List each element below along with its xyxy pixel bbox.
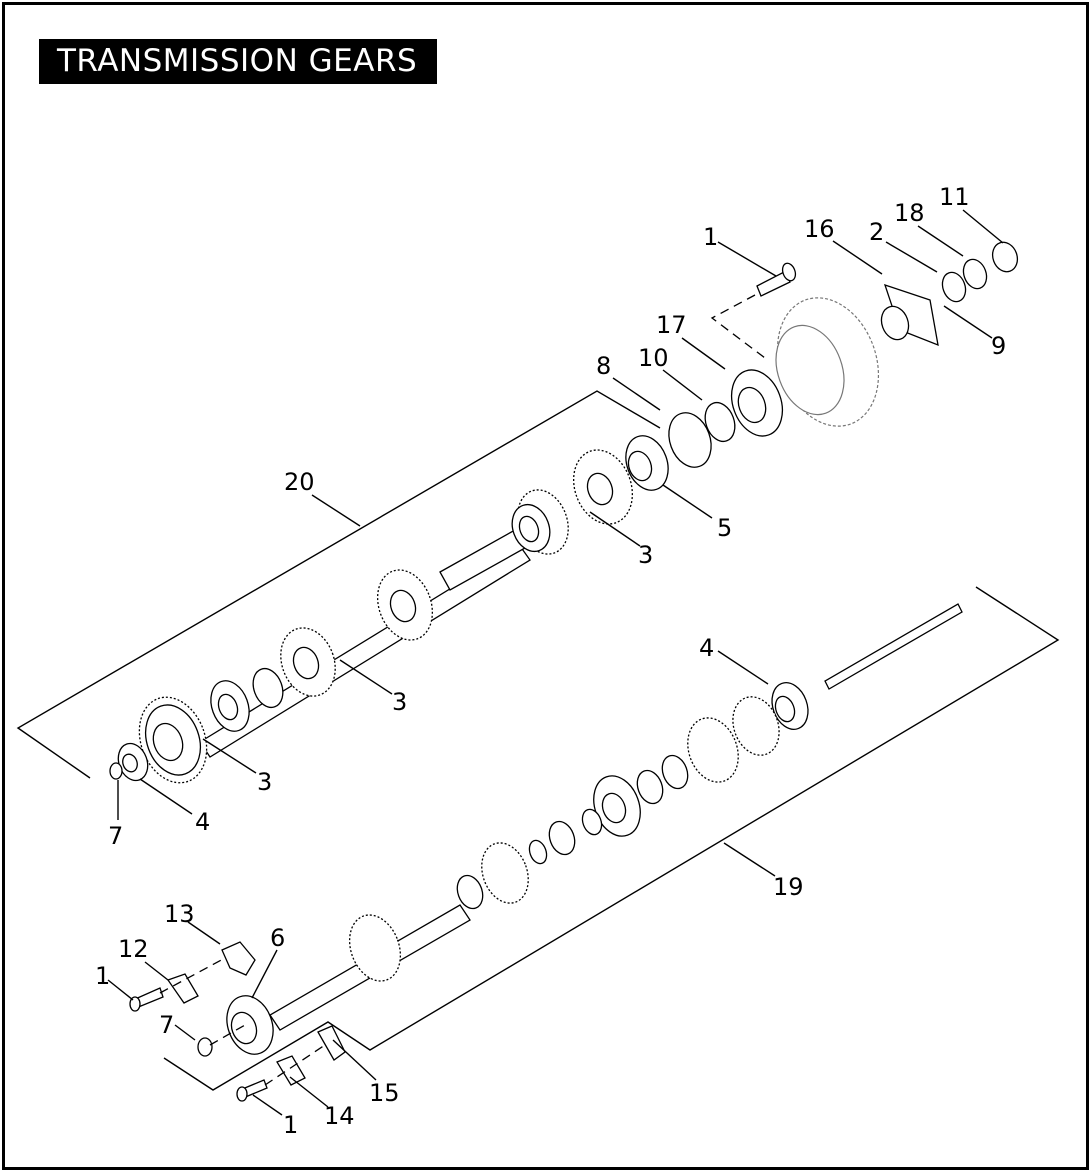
callout-4-lower: 4 [699, 634, 714, 662]
drive-sprocket [775, 297, 880, 427]
callout-1-screw-top: 1 [703, 223, 718, 251]
bearing-5 [625, 435, 669, 491]
leader-lines [107, 209, 1004, 1116]
mainshaft-assembly [109, 435, 669, 784]
screw-1-bottom [236, 1079, 268, 1102]
cs-washer-2 [528, 839, 548, 865]
screw-1-left [129, 987, 164, 1012]
callout-8: 8 [596, 352, 611, 380]
callout-9: 9 [991, 332, 1006, 360]
cs-needle-bearing-2 [548, 820, 576, 856]
countershaft-gear-a [732, 696, 780, 756]
retaining-ring-7-lower [197, 1037, 213, 1057]
callout-7-upper: 7 [108, 822, 123, 850]
page-title: TRANSMISSION GEARS [39, 39, 437, 84]
callout-19: 19 [773, 873, 804, 901]
callout-18: 18 [894, 199, 925, 227]
cs-washer [636, 769, 664, 805]
group-bracket-20 [16, 390, 661, 779]
screw-1-top [756, 262, 797, 297]
group-bracket-19 [163, 586, 1060, 1091]
shifter-rod [824, 603, 963, 690]
callout-16: 16 [804, 215, 835, 243]
countershaft-assembly [197, 603, 963, 1057]
callout-6: 6 [270, 924, 285, 952]
callout-3-bottom: 3 [257, 768, 272, 796]
countershaft-gear-c [481, 842, 529, 904]
callout-10: 10 [638, 344, 669, 372]
cs-dog-ring [593, 775, 641, 837]
lockplate-14 [276, 1055, 306, 1086]
gear-3-top [573, 449, 633, 525]
retaining-ring-7 [109, 762, 123, 780]
dog-ring [210, 680, 250, 732]
callout-1-screw-bottom: 1 [283, 1111, 298, 1139]
countershaft-gear-d [348, 914, 402, 982]
callout-15: 15 [369, 1079, 400, 1107]
snap-ring-8 [668, 412, 712, 468]
bearing-housing-17 [730, 369, 784, 437]
countershaft-gear-b [687, 717, 739, 783]
cs-snap-ring [581, 808, 603, 836]
callout-13: 13 [164, 900, 195, 928]
callout-17: 17 [656, 311, 687, 339]
washer-2 [941, 271, 967, 303]
nut-11 [991, 241, 1019, 273]
mainshaft-gear-upper [511, 489, 569, 555]
gear-3-middle [280, 627, 336, 697]
callout-2: 2 [869, 218, 884, 246]
callout-3-top: 3 [638, 541, 653, 569]
cs-needle-bearing-3 [456, 874, 484, 910]
callout-11: 11 [939, 183, 970, 211]
cs-needle-bearing [661, 754, 689, 790]
gear-3-large [138, 696, 208, 784]
callout-20: 20 [284, 468, 315, 496]
callout-1-screw-left: 1 [95, 962, 110, 990]
callout-4-upper: 4 [195, 808, 210, 836]
callout-7-lower: 7 [159, 1011, 174, 1039]
callout-12: 12 [118, 935, 149, 963]
mainshaft-fixed-gear [376, 569, 434, 641]
callout-14: 14 [324, 1102, 355, 1130]
bearing-4-lower [771, 682, 809, 730]
retainer-13 [221, 941, 256, 976]
sprocket-hub-9 [880, 283, 939, 347]
lockplate-18 [962, 258, 988, 290]
lockplate-12 [166, 973, 199, 1004]
seal-10 [704, 401, 736, 443]
callout-labels: 1 16 2 18 11 9 17 10 8 20 5 3 3 3 7 4 4 … [95, 183, 1006, 1139]
callout-3-middle: 3 [392, 688, 407, 716]
callout-5: 5 [717, 514, 732, 542]
bearing-4-upper [117, 742, 149, 782]
needle-bearing [252, 667, 284, 709]
bearing-6 [226, 995, 274, 1055]
